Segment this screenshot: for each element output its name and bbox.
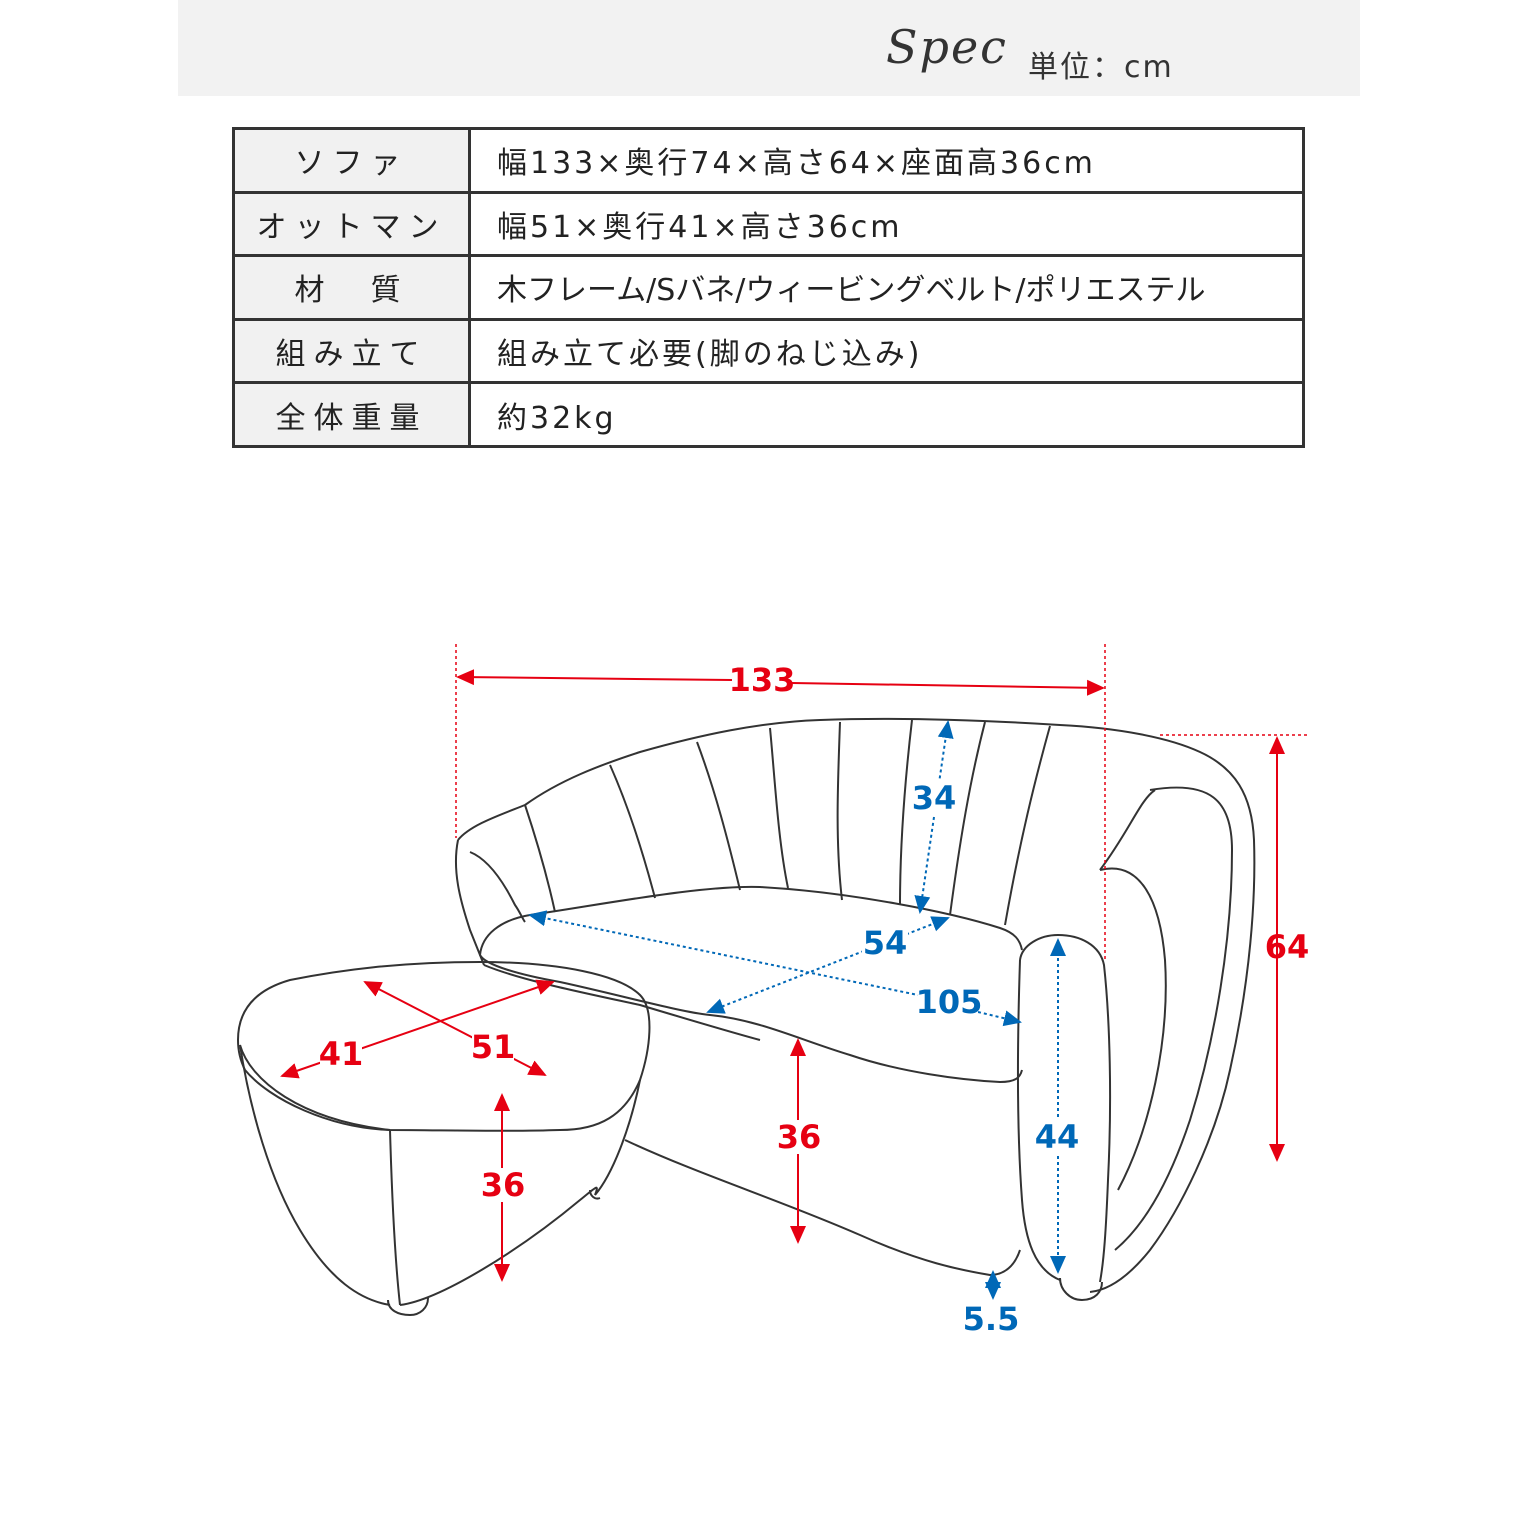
- dim-seat-depth: 54: [863, 924, 908, 962]
- spec-value: 幅133×奥行74×高さ64×座面高36cm: [468, 127, 1305, 194]
- spec-value: 幅51×奥行41×高さ36cm: [468, 190, 1305, 258]
- ottoman-illustration: [236, 960, 651, 1317]
- spec-row-assembly: 組み立て 組み立て必要(脚のねじ込み): [232, 317, 1305, 385]
- spec-header-banner: Spec 単位：cm: [178, 0, 1360, 96]
- dim-ottoman-depth: 41: [319, 1035, 364, 1073]
- dim-ottoman-width: 51: [471, 1028, 516, 1066]
- sofa-illustration: [454, 717, 1256, 1302]
- dim-sofa-height: 64: [1265, 928, 1310, 966]
- dim-sofa-width: 133: [729, 661, 796, 699]
- spec-row-ottoman: オットマン 幅51×奥行41×高さ36cm: [232, 190, 1305, 258]
- spec-unit-label: 単位：cm: [1028, 50, 1174, 85]
- spec-label: オットマン: [232, 190, 471, 258]
- dim-back-height: 34: [912, 779, 957, 817]
- dim-arm-height: 44: [1035, 1118, 1080, 1156]
- dimension-labels: 133 64 34 54 105 36 44 5.5 41 51 36: [319, 661, 1310, 1338]
- spec-label: 材 質: [232, 254, 471, 321]
- dim-seat-width: 105: [916, 983, 983, 1021]
- dim-ottoman-height: 36: [481, 1166, 526, 1204]
- dim-leg-height: 5.5: [963, 1300, 1020, 1338]
- spec-row-sofa: ソファ 幅133×奥行74×高さ64×座面高36cm: [232, 127, 1305, 194]
- spec-value: 約32kg: [468, 381, 1305, 448]
- spec-label: 全体重量: [232, 381, 471, 448]
- spec-value: 組み立て必要(脚のねじ込み): [468, 317, 1305, 385]
- spec-value: 木フレーム/Sバネ/ウィービングベルト/ポリエステル: [468, 254, 1305, 321]
- spec-title: Spec: [886, 20, 1008, 74]
- spec-row-material: 材 質 木フレーム/Sバネ/ウィービングベルト/ポリエステル: [232, 254, 1305, 321]
- spec-label: 組み立て: [232, 317, 471, 385]
- spec-row-weight: 全体重量 約32kg: [232, 381, 1305, 448]
- spec-label: ソファ: [232, 127, 471, 194]
- dim-seat-height: 36: [777, 1118, 822, 1156]
- spec-table: ソファ 幅133×奥行74×高さ64×座面高36cm オットマン 幅51×奥行4…: [232, 127, 1305, 448]
